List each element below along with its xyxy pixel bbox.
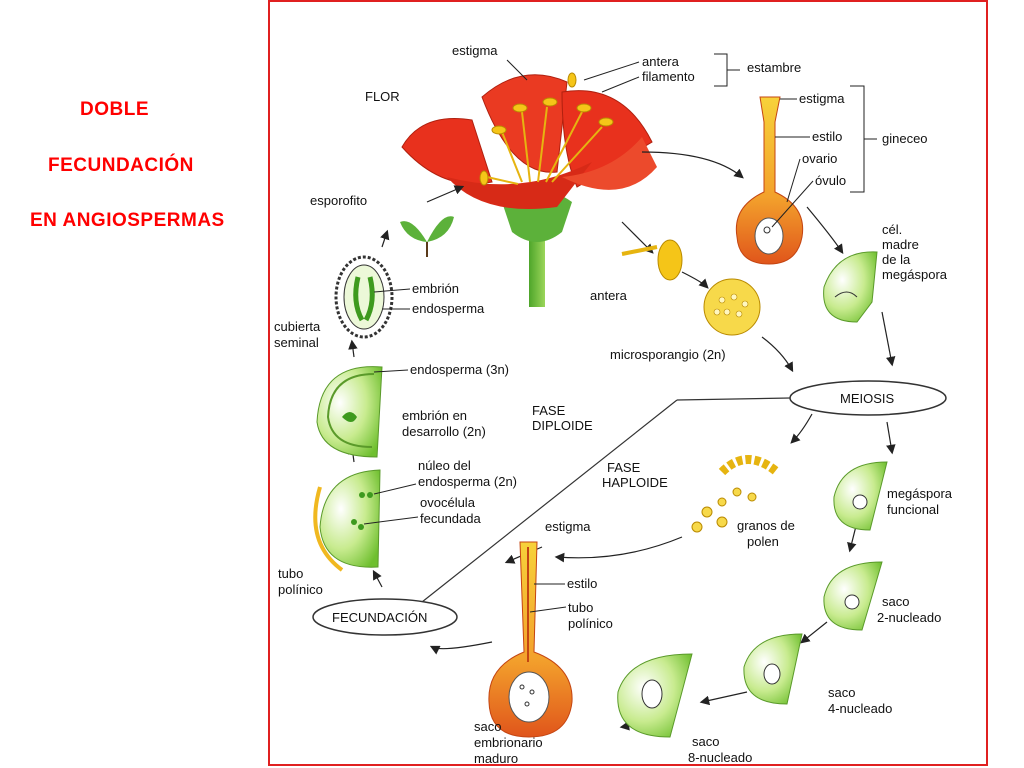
- ovule-saco-4: [743, 633, 803, 705]
- label-nucleo-2: endosperma (2n): [418, 474, 517, 489]
- label-cel-4: megáspora: [882, 267, 948, 282]
- label-ovulo: óvulo: [815, 173, 846, 188]
- label-megaspora-2: funcional: [887, 502, 939, 517]
- fertilized-ovule: [313, 469, 381, 572]
- title-en-angiospermas: EN ANGIOSPERMAS: [30, 210, 225, 231]
- label-gineceo: gineceo: [882, 131, 928, 146]
- label-fecundacion: FECUNDACIÓN: [332, 610, 427, 625]
- label-esporofito: esporofito: [310, 193, 367, 208]
- label-antera-top: antera: [642, 54, 680, 69]
- label-saco2-1: saco: [882, 594, 909, 609]
- pollen-grains: [691, 455, 780, 533]
- meiosis-oval: MEIOSIS: [789, 380, 947, 416]
- label-endosperma-3n: endosperma (3n): [410, 362, 509, 377]
- title-doble: DOBLE: [80, 99, 149, 120]
- label-embrion-des-2: desarrollo (2n): [402, 424, 486, 439]
- label-flor: FLOR: [365, 89, 400, 104]
- sporophyte-seedling: [400, 216, 454, 257]
- ovule-saco-2: [823, 561, 883, 631]
- label-tubo-low-2: polínico: [568, 616, 613, 631]
- developing-seed: [316, 366, 383, 458]
- label-saco-maduro-1: saco: [474, 719, 501, 734]
- label-saco4-2: 4-nucleado: [828, 701, 892, 716]
- label-tubo-left-2: polínico: [278, 582, 323, 597]
- label-granos-1: granos de: [737, 518, 795, 533]
- label-estigma-pistil: estigma: [799, 91, 845, 106]
- label-estigma-top: estigma: [452, 43, 498, 58]
- label-megaspora-1: megáspora: [887, 486, 953, 501]
- pistil-with-pollen-tube: [488, 541, 573, 738]
- label-tubo-low-1: tubo: [568, 600, 593, 615]
- label-cel-3: de la: [882, 252, 911, 267]
- label-filamento: filamento: [642, 69, 695, 84]
- label-tubo-left-1: tubo: [278, 566, 303, 581]
- label-embrion: embrión: [412, 281, 459, 296]
- label-cel-1: cél.: [882, 222, 902, 237]
- label-saco4-1: saco: [828, 685, 855, 700]
- anther-detail: [621, 239, 683, 281]
- mature-seed: [334, 255, 394, 339]
- ovule-functional-megaspore: [833, 461, 888, 531]
- ovule-saco-8: [617, 653, 693, 738]
- diagram-frame: FLOR estigma antera filamento estambre e…: [268, 0, 988, 766]
- label-saco2-2: 2-nucleado: [877, 610, 941, 625]
- label-microsporangio: microsporangio (2n): [610, 347, 726, 362]
- ovule-mother-cell: [823, 251, 878, 323]
- double-fertilization-diagram: FLOR estigma antera filamento estambre e…: [274, 43, 953, 764]
- label-saco-maduro-3: maduro: [474, 751, 518, 764]
- pistil: [735, 96, 804, 265]
- label-ovocelula-1: ovocélula: [420, 495, 476, 510]
- label-ovocelula-2: fecundada: [420, 511, 481, 526]
- fecundacion-oval: FECUNDACIÓN: [312, 598, 458, 636]
- label-embrion-des-1: embrión en: [402, 408, 467, 423]
- label-saco8-1: saco: [692, 734, 719, 749]
- label-estilo-low: estilo: [567, 576, 597, 591]
- label-saco8-2: 8-nucleado: [688, 750, 752, 764]
- label-cubierta-2: seminal: [274, 335, 319, 350]
- label-fase-dip-1: FASE: [532, 403, 566, 418]
- label-nucleo-1: núleo del: [418, 458, 471, 473]
- label-cubierta-1: cubierta: [274, 319, 321, 334]
- label-endosperma: endosperma: [412, 301, 485, 316]
- label-cel-2: madre: [882, 237, 919, 252]
- flower: FLOR: [365, 72, 657, 307]
- label-granos-2: polen: [747, 534, 779, 549]
- title-fecundacion: FECUNDACIÓN: [48, 155, 194, 176]
- label-meiosis: MEIOSIS: [840, 391, 895, 406]
- label-antera-mid: antera: [590, 288, 628, 303]
- label-fase-dip-2: DIPLOIDE: [532, 418, 593, 433]
- label-estambre: estambre: [747, 60, 801, 75]
- label-estilo-pistil: estilo: [812, 129, 842, 144]
- label-saco-maduro-2: embrionario: [474, 735, 543, 750]
- label-fase-hap-1: FASE: [607, 460, 641, 475]
- phase-divider-line-2: [676, 397, 791, 401]
- label-ovario: ovario: [802, 151, 837, 166]
- label-fase-hap-2: HAPLOIDE: [602, 475, 668, 490]
- microsporangium: [703, 278, 761, 336]
- phase-divider-line: [421, 399, 678, 603]
- label-estigma-low: estigma: [545, 519, 591, 534]
